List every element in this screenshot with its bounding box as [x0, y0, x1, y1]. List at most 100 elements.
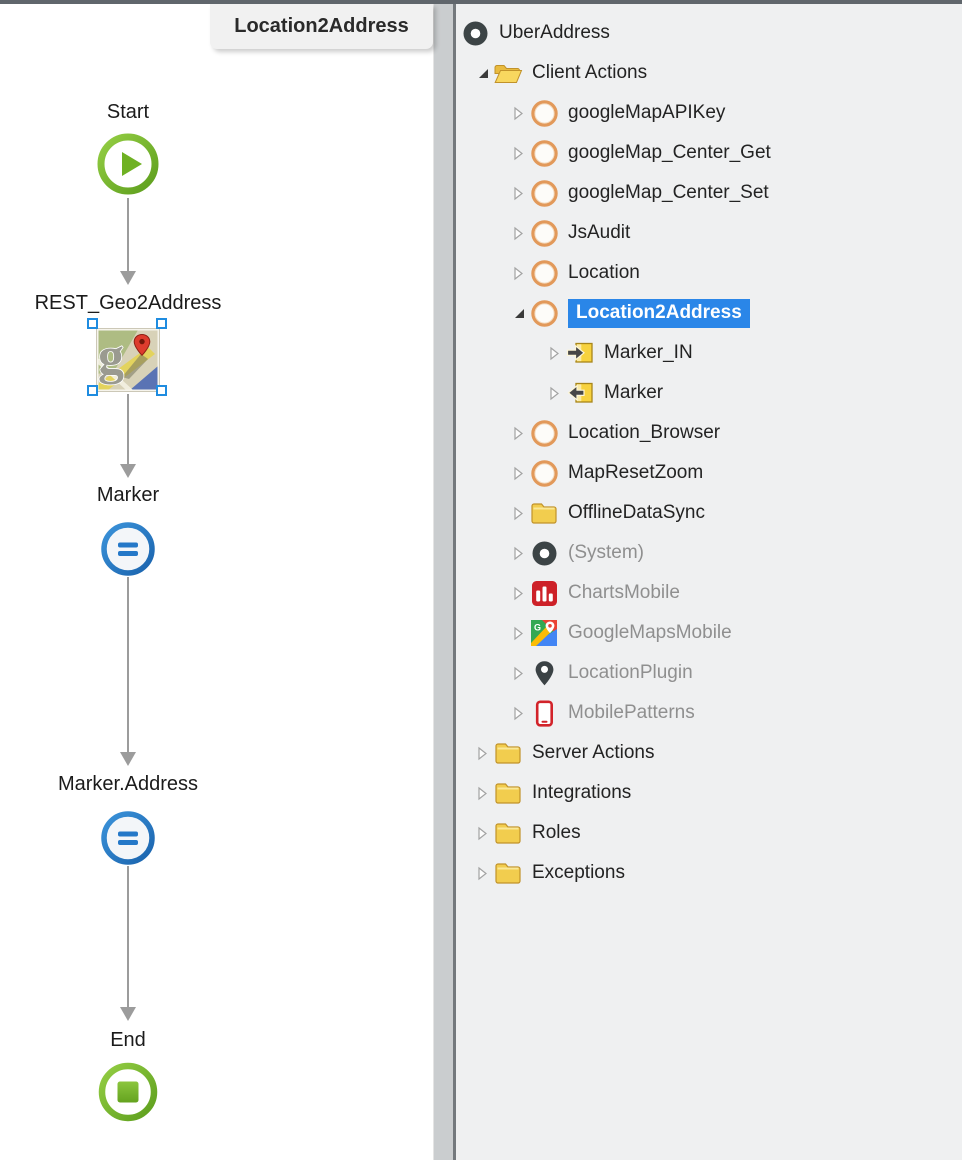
tree-item-googlemap-center-get[interactable]: googleMap_Center_Get	[456, 133, 962, 173]
flow-connector-1[interactable]	[127, 198, 129, 271]
panel-splitter[interactable]	[433, 4, 453, 1160]
tree-item-label: (System)	[568, 542, 644, 563]
tree-item-integrations[interactable]: Integrations	[456, 773, 962, 813]
flow-node-label-rest[interactable]: REST_Geo2Address	[34, 292, 222, 314]
selection-handle-1[interactable]	[87, 318, 98, 329]
flow-connector-4[interactable]	[127, 866, 129, 1007]
tree-item-googlemap-center-set[interactable]: googleMap_Center_Set	[456, 173, 962, 213]
tree-item-label: googleMap_Center_Get	[568, 142, 771, 163]
tree-collapsed-arrow-icon[interactable]	[513, 546, 529, 561]
flow-connector-arrowhead	[120, 464, 136, 478]
tree-collapsed-arrow-icon[interactable]	[513, 466, 529, 481]
tree-item-server-actions[interactable]: Server Actions	[456, 733, 962, 773]
assign-icon[interactable]	[100, 810, 156, 871]
folder-icon	[493, 821, 523, 845]
tree-item-label: googleMapAPIKey	[568, 102, 726, 123]
tree-item-marker[interactable]: Marker	[456, 373, 962, 413]
flow-canvas	[0, 4, 433, 1160]
tree-item-label: Marker_IN	[604, 342, 693, 363]
output-parameter-icon	[565, 381, 595, 405]
flow-node-label-assign2[interactable]: Marker.Address	[57, 773, 199, 795]
selection-handle-2[interactable]	[156, 318, 167, 329]
tree-item-mapresetzoom[interactable]: MapResetZoom	[456, 453, 962, 493]
tree-item-roles[interactable]: Roles	[456, 813, 962, 853]
tree-collapsed-arrow-icon[interactable]	[513, 266, 529, 281]
tree-collapsed-arrow-icon[interactable]	[513, 706, 529, 721]
tree-item-chartsmobile[interactable]: ChartsMobile	[456, 573, 962, 613]
flow-connector-2[interactable]	[127, 394, 129, 464]
selection-handle-3[interactable]	[87, 385, 98, 396]
tree-collapsed-arrow-icon[interactable]	[477, 786, 493, 801]
assign-icon[interactable]	[100, 521, 156, 582]
tree-item-label: googleMap_Center_Set	[568, 182, 769, 203]
mobile-phone-icon	[529, 699, 559, 727]
flow-tab-location2address[interactable]: Location2Address	[210, 4, 433, 49]
module-icon	[529, 540, 559, 567]
tree-collapsed-arrow-icon[interactable]	[513, 626, 529, 641]
tree-item-offlinedatasync[interactable]: OfflineDataSync	[456, 493, 962, 533]
tree-item-googlemapsmobile[interactable]: G GoogleMapsMobile	[456, 613, 962, 653]
tree-collapsed-arrow-icon[interactable]	[513, 146, 529, 161]
tree-item-client-actions[interactable]: Client Actions	[456, 53, 962, 93]
tree-item-location-browser[interactable]: Location_Browser	[456, 413, 962, 453]
tree-expanded-arrow-icon[interactable]	[513, 307, 529, 320]
tree-item-locationplugin[interactable]: LocationPlugin	[456, 653, 962, 693]
client-action-icon	[529, 99, 559, 128]
tree-item-label: LocationPlugin	[568, 662, 693, 683]
flow-connector-arrowhead	[120, 752, 136, 766]
client-action-icon	[529, 419, 559, 448]
tree-item-exceptions[interactable]: Exceptions	[456, 853, 962, 893]
tree-item-location2address[interactable]: Location2Address	[456, 293, 962, 333]
folder-icon	[493, 861, 523, 885]
client-action-icon	[529, 179, 559, 208]
selection-handle-4[interactable]	[156, 385, 167, 396]
tree-item-label: Client Actions	[532, 62, 648, 83]
tree-item-label: JsAudit	[568, 222, 631, 243]
google-maps-rest-icon[interactable]: g	[96, 327, 160, 397]
flow-node-label-start[interactable]: Start	[106, 101, 150, 123]
module-icon	[460, 20, 490, 47]
google-maps-icon: G	[529, 620, 559, 646]
input-parameter-icon	[565, 341, 595, 365]
flow-connector-arrowhead	[120, 271, 136, 285]
tree-item-label: Roles	[532, 822, 581, 843]
tree-item-uberaddress[interactable]: UberAddress	[456, 13, 962, 53]
flow-node-label-end[interactable]: End	[110, 1029, 146, 1051]
tree-collapsed-arrow-icon[interactable]	[513, 106, 529, 121]
tree-item-marker-in[interactable]: Marker_IN	[456, 333, 962, 373]
tree-item-label: Location2Address	[568, 298, 750, 328]
tree-collapsed-arrow-icon[interactable]	[513, 666, 529, 681]
tree-collapsed-arrow-icon[interactable]	[513, 186, 529, 201]
tree-collapsed-arrow-icon[interactable]	[477, 826, 493, 841]
svg-text:g: g	[98, 328, 124, 385]
tree-collapsed-arrow-icon[interactable]	[477, 746, 493, 761]
tree-item-location[interactable]: Location	[456, 253, 962, 293]
tree-expanded-arrow-icon[interactable]	[477, 67, 493, 80]
tree-item-googlemapapikey[interactable]: googleMapAPIKey	[456, 93, 962, 133]
folder-icon	[493, 741, 523, 765]
tree-item-label: Location_Browser	[568, 422, 721, 443]
tree-item-jsaudit[interactable]: JsAudit	[456, 213, 962, 253]
tree-collapsed-arrow-icon[interactable]	[513, 506, 529, 521]
tree-item-label: Exceptions	[532, 862, 625, 883]
tree-item-label: GoogleMapsMobile	[568, 622, 732, 643]
folder-icon	[529, 501, 559, 525]
tree-collapsed-arrow-icon[interactable]	[513, 586, 529, 601]
client-action-icon	[529, 259, 559, 288]
flow-connector-arrowhead	[120, 1007, 136, 1021]
tree-item-label: Location	[568, 262, 640, 283]
tree-item-label: Marker	[604, 382, 664, 403]
tree-collapsed-arrow-icon[interactable]	[477, 866, 493, 881]
tree-item-mobilepatterns[interactable]: MobilePatterns	[456, 693, 962, 733]
flow-connector-3[interactable]	[127, 577, 129, 752]
tree-item--system-[interactable]: (System)	[456, 533, 962, 573]
tree-collapsed-arrow-icon[interactable]	[549, 386, 565, 401]
start-icon[interactable]	[97, 133, 159, 200]
tree-collapsed-arrow-icon[interactable]	[513, 426, 529, 441]
folder-icon	[493, 781, 523, 805]
end-icon[interactable]	[98, 1062, 158, 1127]
tree-item-label: MobilePatterns	[568, 702, 695, 723]
tree-collapsed-arrow-icon[interactable]	[549, 346, 565, 361]
flow-node-label-assign1[interactable]: Marker	[96, 484, 160, 506]
tree-collapsed-arrow-icon[interactable]	[513, 226, 529, 241]
